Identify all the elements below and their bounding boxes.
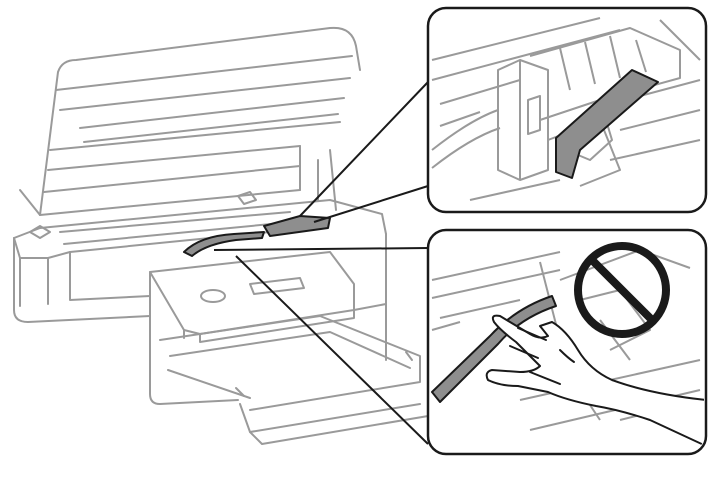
control-panel — [149, 251, 355, 343]
printer-body — [13, 233, 387, 405]
callout-panel-cable — [426, 228, 708, 456]
callout-leader-lines — [213, 81, 429, 445]
cable-highlight — [183, 231, 265, 257]
tape-highlight — [263, 215, 331, 237]
hand-icon — [485, 314, 704, 447]
callout-panel-tape — [426, 6, 708, 214]
tape-strip — [555, 69, 659, 179]
printer-illustration — [13, 26, 441, 445]
prohibition-icon — [574, 242, 670, 338]
output-tray — [159, 315, 441, 445]
scanner-lid — [19, 26, 361, 216]
